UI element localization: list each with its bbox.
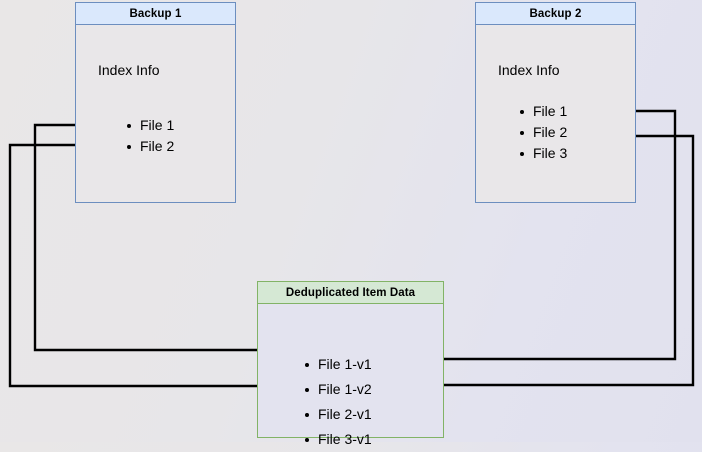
list-item[interactable]: File 1-v1 [302,352,372,377]
backup-1-title: Backup 1 [76,3,235,25]
wire-backup1-file2-to-file2v1 [8,143,301,391]
list-item[interactable]: File 2 [124,136,174,157]
list-item[interactable]: File 2 [517,122,567,143]
list-item[interactable]: File 3 [517,143,567,164]
list-item[interactable]: File 3-v1 [302,427,372,452]
diagram-canvas: Backup 1 Index Info File 1 File 2 Backup… [8,2,695,447]
connection-wires [8,109,695,391]
backup-2-box[interactable]: Backup 2 Index Info File 1 File 2 File 3 [475,2,636,203]
backup-2-title: Backup 2 [476,3,635,25]
dedup-item-list: File 1-v1 File 1-v2 File 2-v1 File 3-v1 [302,352,372,452]
list-item[interactable]: File 2-v1 [302,402,372,427]
backup-1-box[interactable]: Backup 1 Index Info File 1 File 2 [75,2,236,203]
backup-1-index-label: Index Info [98,62,160,78]
wire-backup2-file2-to-file2v1 [390,134,695,390]
backup-2-body: Index Info File 1 File 2 File 3 [476,25,635,202]
backup-1-body: Index Info File 1 File 2 [76,25,235,202]
backup-1-file-list: File 1 File 2 [124,115,174,157]
list-item[interactable]: File 1-v2 [302,377,372,402]
dedup-body: File 1-v1 File 1-v2 File 2-v1 File 3-v1 [258,304,443,447]
backup-2-file-list: File 1 File 2 File 3 [517,101,567,164]
wire-backup2-file1-to-file1v2 [396,109,677,364]
deduplicated-item-data-box[interactable]: Deduplicated Item Data File 1-v1 File 1-… [257,281,444,447]
list-item[interactable]: File 1 [517,101,567,122]
backup-2-index-label: Index Info [498,62,560,78]
list-item[interactable]: File 1 [124,115,174,136]
dedup-title: Deduplicated Item Data [258,282,443,304]
